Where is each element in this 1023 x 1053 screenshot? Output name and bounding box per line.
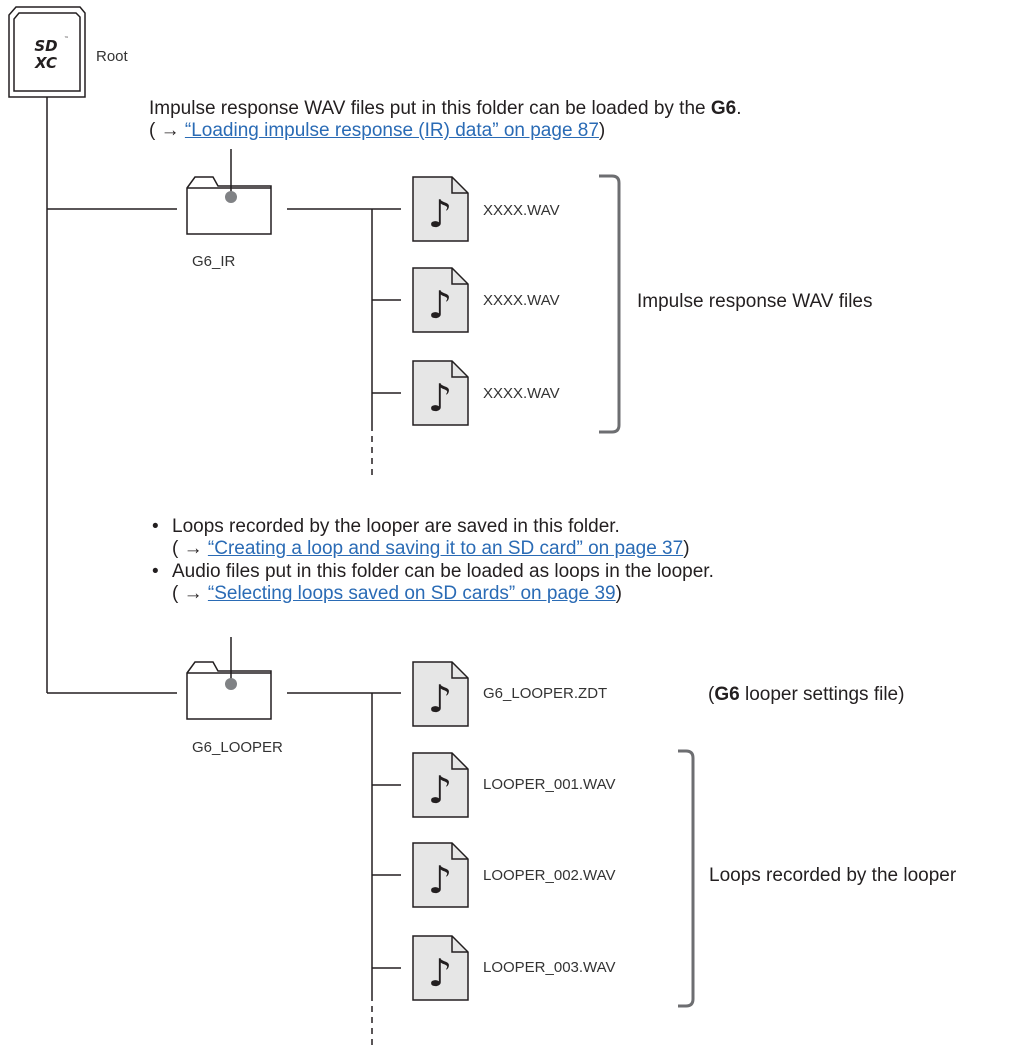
audio-file-icon: ♪ bbox=[412, 176, 469, 242]
ir-description-end: . bbox=[736, 98, 742, 119]
bullet-marker: • bbox=[152, 561, 159, 582]
settings-note-open: ( bbox=[708, 684, 715, 705]
ir-description-model: G6 bbox=[710, 98, 737, 119]
ir-pointer-dot bbox=[225, 191, 237, 203]
reference-close: ) bbox=[615, 583, 622, 604]
ir-folder-label: G6_IR bbox=[192, 253, 236, 270]
ir-group-label: Impulse response WAV files bbox=[637, 291, 873, 312]
sd-logo-top: SD bbox=[34, 37, 57, 55]
ir-files-bracket bbox=[599, 174, 621, 434]
looper-bullet-1-text: Loops recorded by the looper are saved i… bbox=[172, 516, 620, 537]
ir-folder-icon bbox=[186, 176, 272, 235]
ir-reference-close: ) bbox=[598, 120, 606, 141]
looper-folder-label: G6_LOOPER bbox=[192, 739, 283, 756]
ir-reference: ( → “Loading impulse response (IR) data”… bbox=[149, 120, 605, 141]
looper-file-name: LOOPER_001.WAV bbox=[483, 776, 616, 793]
sd-logo-tm: ™ bbox=[64, 36, 69, 42]
settings-file-note: (G6 looper settings file) bbox=[708, 685, 904, 704]
bullet-marker: • bbox=[152, 516, 159, 537]
ir-reference-open: ( → bbox=[149, 120, 185, 141]
root-label: Root bbox=[96, 48, 128, 65]
ir-file-name: XXXX.WAV bbox=[483, 385, 560, 402]
sd-logo-bottom: XC bbox=[34, 54, 57, 72]
ir-reference-link[interactable]: “Loading impulse response (IR) data” on … bbox=[184, 120, 599, 141]
settings-file-name: G6_LOOPER.ZDT bbox=[483, 685, 608, 702]
settings-file-icon: ♪ bbox=[412, 661, 469, 727]
settings-note-model: G6 bbox=[714, 684, 740, 705]
reference-close: ) bbox=[683, 538, 690, 559]
looper-bullet-2-reference: ( → “Selecting loops saved on SD cards” … bbox=[172, 583, 622, 604]
reference-open: ( → bbox=[172, 583, 208, 604]
svg-text:♪: ♪ bbox=[428, 951, 452, 995]
audio-file-icon: ♪ bbox=[412, 267, 469, 333]
svg-text:♪: ♪ bbox=[428, 192, 452, 236]
looper-bullet-1: • bbox=[152, 516, 159, 537]
looper-reference-link-2[interactable]: “Selecting loops saved on SD cards” on p… bbox=[207, 583, 616, 604]
ir-description-text: Impulse response WAV files put in this f… bbox=[149, 98, 711, 119]
ir-file-name: XXXX.WAV bbox=[483, 292, 560, 309]
looper-group-label: Loops recorded by the looper bbox=[709, 865, 957, 886]
looper-bullet-2-text: Audio files put in this folder can be lo… bbox=[172, 561, 714, 582]
looper-files-bracket bbox=[678, 749, 695, 1008]
audio-file-icon: ♪ bbox=[412, 752, 469, 818]
looper-bullet-2: • bbox=[152, 561, 159, 582]
looper-file-name: LOOPER_003.WAV bbox=[483, 959, 616, 976]
reference-open: ( → bbox=[172, 538, 208, 559]
audio-file-icon: ♪ bbox=[412, 360, 469, 426]
ir-description: Impulse response WAV files put in this f… bbox=[149, 98, 742, 119]
svg-text:♪: ♪ bbox=[428, 858, 452, 902]
looper-file-name: LOOPER_002.WAV bbox=[483, 867, 616, 884]
looper-reference-link-1[interactable]: “Creating a loop and saving it to an SD … bbox=[207, 538, 684, 559]
svg-text:♪: ♪ bbox=[428, 283, 452, 327]
settings-note-rest: looper settings file) bbox=[739, 684, 905, 705]
audio-file-icon: ♪ bbox=[412, 935, 469, 1001]
svg-text:♪: ♪ bbox=[428, 376, 452, 420]
ir-file-name: XXXX.WAV bbox=[483, 202, 560, 219]
looper-bullet-1-reference: ( → “Creating a loop and saving it to an… bbox=[172, 538, 690, 559]
svg-text:♪: ♪ bbox=[428, 677, 452, 721]
looper-pointer-dot bbox=[225, 678, 237, 690]
looper-folder-icon bbox=[186, 661, 272, 720]
audio-file-icon: ♪ bbox=[412, 842, 469, 908]
sd-card-icon: SD XC ™ bbox=[8, 6, 86, 98]
svg-text:♪: ♪ bbox=[428, 768, 452, 812]
